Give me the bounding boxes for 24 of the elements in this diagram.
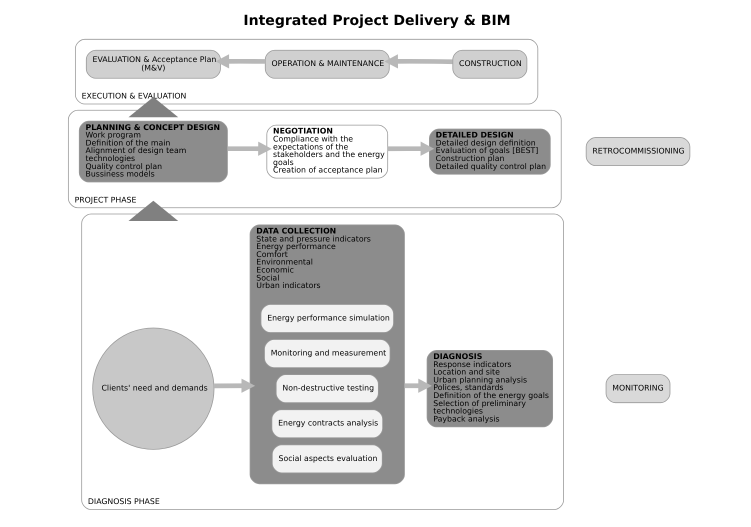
node-box: CONSTRUCTION [452, 50, 527, 79]
arrow [387, 142, 434, 156]
arrow [404, 378, 432, 393]
node-box: PLANNING & CONCEPT DESIGN Work program Definition of the main Alignment of design team technologies Quality control plan Bussiness models [78, 120, 228, 182]
node-box: Social aspects evaluation [271, 444, 382, 474]
node-box: Monitoring and measurement [264, 339, 390, 368]
arrow [128, 200, 178, 221]
node-circle: Clients' need and demands [92, 328, 214, 450]
node-box: Energy contracts analysis [271, 409, 383, 438]
node-box: OPERATION & MAINTENANCE [264, 50, 390, 79]
node-box: EVALUATION & Acceptance Plan (M&V) [85, 50, 220, 79]
node-box: DIAGNOSIS Response indicators Location and site Urban planning analysis Polices, standards Definition of the energy goals Selection of preliminary technologies Payback analysis [426, 350, 553, 428]
node-box: RETROCOMMISSIONING [585, 137, 690, 166]
arrow [214, 378, 255, 393]
node-box: MONITORING [605, 374, 670, 404]
arrow [226, 142, 272, 156]
arrow [384, 54, 452, 68]
arrow [128, 96, 178, 118]
diagram-title: Integrated Project Delivery & BIM [242, 12, 510, 29]
arrow [215, 54, 265, 68]
node-box: DETAILED DESIGN Detailed design definition Evaluation of goals [BEST] Construction plan Detailed quality control plan [428, 128, 550, 175]
node-box: Non-destructive testing [275, 374, 378, 404]
node-box: NEGOTIATION Compliance with the expectations of the stakeholders and the energy goals Creation of acceptance plan [266, 124, 388, 178]
node-box: Energy performance simulation [260, 304, 394, 333]
